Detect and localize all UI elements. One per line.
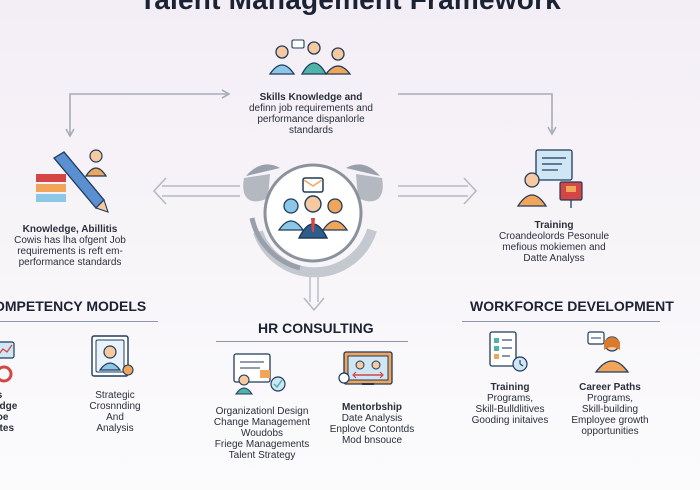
competency-partial-line: lites [0, 423, 15, 434]
competency-partial-icon [0, 341, 15, 383]
profile-document-icon [91, 335, 134, 377]
org-design-icon [233, 353, 286, 395]
left-node-text: Knowledge, Abillitis Cowis has lha ofgen… [0, 224, 140, 268]
workforce-left-text: Training Programs, Skill-Bulldlitives Go… [462, 382, 558, 426]
competency-divider [0, 321, 158, 322]
competency-partial-line: Ioe [0, 412, 9, 423]
checklist-icon [489, 331, 528, 372]
workforce-right-text: Career Paths Programs, Skill-building Em… [562, 382, 658, 437]
hr-consulting-line: Change Management [213, 417, 311, 428]
career-paths-heading: Career Paths [579, 382, 641, 393]
competency-item-line: Crosnnding [89, 401, 141, 412]
competency-partial-line: ls [0, 390, 20, 401]
hr-consulting-line: Organizationl Design [215, 406, 309, 417]
top-node-line: standards [289, 125, 333, 136]
hr-consulting-line: Woudobs [240, 428, 284, 439]
hr-consulting-line: Talent Strategy [228, 450, 296, 461]
career-paths-line: Programs, [586, 393, 634, 404]
right-node-heading: Training [534, 220, 574, 231]
hr-consulting-left-text: Organizationl Design Change Management W… [206, 406, 318, 461]
center-hub-ring [243, 163, 383, 278]
workforce-training-line: Programs, [486, 393, 534, 404]
mentorship-screen-icon [338, 351, 393, 385]
workforce-training-line: Gooding initaives [471, 415, 549, 426]
team-people-icon [268, 39, 352, 75]
workforce-training-line: Skill-Bulldlitives [475, 404, 545, 415]
top-node-heading: Skills Knowledge and [259, 92, 363, 103]
competency-item-line: And [106, 412, 124, 423]
hr-consulting-line: Friege Managements [214, 439, 310, 450]
mentorship-line: Enplove Contontds [329, 424, 415, 435]
career-paths-line: opportunities [581, 426, 639, 437]
competency-partial-text: ls edge Ioe lites [0, 390, 20, 434]
left-node-line: Cowis has lha ofgent Job [14, 235, 126, 246]
competency-models-header: OMPETENCY MODELS [0, 298, 147, 314]
arrow-right-double [398, 177, 478, 205]
competency-item-text: Strategic Crosnnding And Analysis [70, 390, 160, 434]
trainer-presentation-icon [516, 149, 583, 208]
competency-item-line: Analysis [96, 423, 134, 434]
career-person-icon [587, 331, 630, 373]
pencil-chart-icon [36, 149, 109, 213]
left-node-line: performance standards [18, 257, 122, 268]
mentorship-line: Date Analysis [341, 413, 403, 424]
workforce-development-header: WORKFORCE DEVELOPMENT [470, 298, 674, 314]
top-node-text: Skills Knowledge and definn job requirem… [236, 92, 386, 136]
left-node-heading: Knowledge, Abillitis [22, 224, 118, 235]
competency-partial-line: edge [0, 401, 18, 412]
right-node-line: Croandeolords Pesonule [498, 231, 610, 242]
workforce-training-heading: Training [490, 382, 530, 393]
competency-item-heading: Strategic [95, 390, 135, 401]
right-node-line: Datte Analyss [523, 253, 585, 264]
arrow-left-double [152, 177, 240, 205]
mentorship-heading: Mentorbship [342, 402, 402, 413]
workforce-divider [462, 321, 660, 322]
career-paths-line: Skill-building [581, 404, 639, 415]
hr-team-meeting-icon [277, 177, 349, 239]
arrow-top-left [69, 93, 228, 135]
arrow-top-right [398, 93, 553, 133]
career-paths-line: Employee growth [571, 415, 649, 426]
right-node-text: Training Croandeolords Pesonule mefious … [474, 220, 634, 264]
mentorship-line: Mod bnsouce [341, 435, 403, 446]
left-node-line: requirements is reft em- [17, 246, 123, 257]
right-node-line: mefious mokiemen and [502, 242, 606, 253]
top-node-line: definn job requirements and [249, 103, 373, 114]
hr-consulting-divider [216, 341, 408, 342]
hr-consulting-header: HR CONSULTING [258, 320, 374, 336]
top-node-line: performance dispanlorle [257, 114, 365, 125]
hr-consulting-right-text: Mentorbship Date Analysis Enplove Conton… [322, 402, 422, 446]
page-title: Talent Management Framework [0, 0, 700, 16]
